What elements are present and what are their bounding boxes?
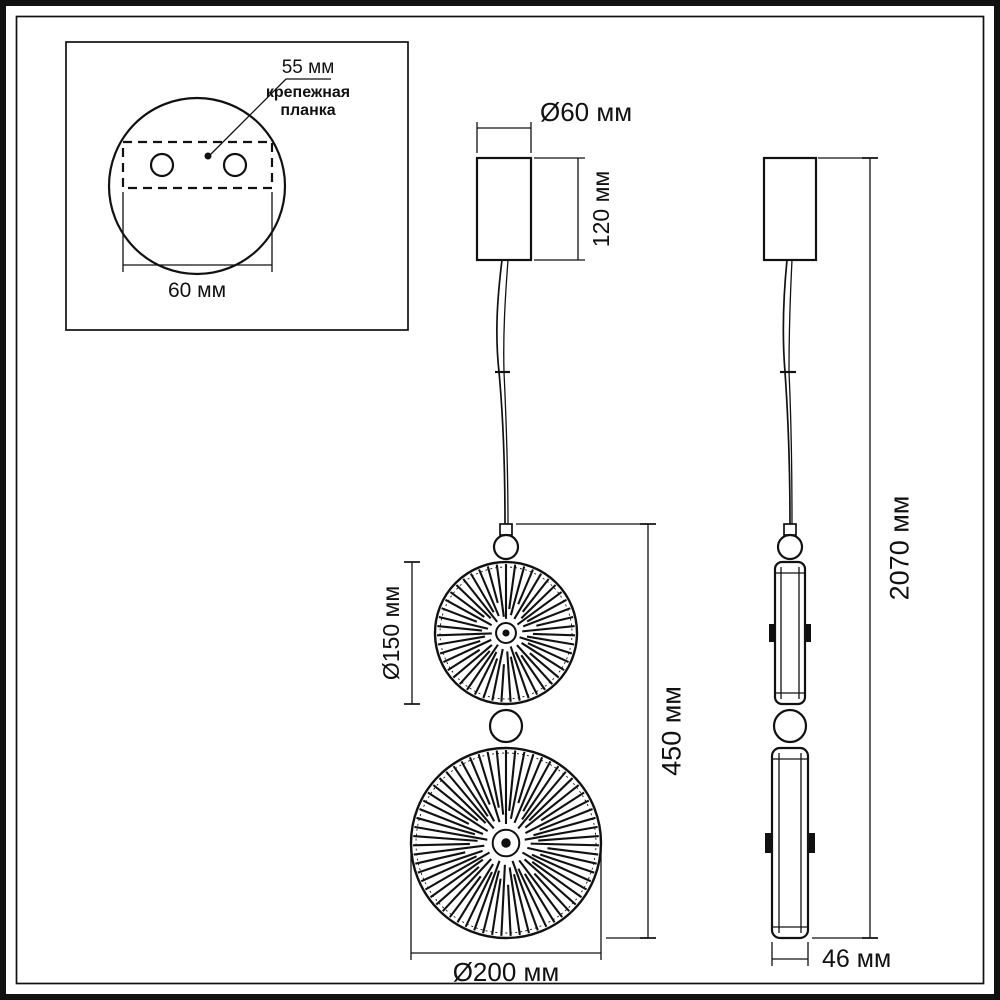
canopy-bottom-view-circle xyxy=(107,96,287,276)
canopy-front xyxy=(475,156,533,262)
large-disc-side-body xyxy=(770,746,810,940)
dim-label-large-disc-diameter: Ø200 мм xyxy=(453,957,560,987)
small-disc-side-body xyxy=(773,560,807,706)
dim-fixture-height: 450 мм xyxy=(516,523,686,939)
small-disc-side xyxy=(769,560,811,706)
mounting-hole-left xyxy=(149,152,175,178)
mounting-plate-dashed-outline xyxy=(121,140,274,190)
stem-side xyxy=(783,523,797,536)
large-disc-side xyxy=(765,746,815,940)
canopy-side xyxy=(762,156,818,262)
dim-label-canopy-height: 120 мм xyxy=(588,171,614,247)
mounting-detail-inset: 55 мм крепежная планка 60 мм xyxy=(65,41,409,331)
dim-small-disc-diameter: Ø150 мм xyxy=(378,561,420,705)
inset-box xyxy=(65,41,409,331)
dim-total-height: 2070 мм xyxy=(812,157,914,939)
dim-canopy-diameter: Ø60 мм xyxy=(476,97,632,153)
dim-label-canopy-diameter: Ø60 мм xyxy=(540,97,632,127)
disc-clip-left xyxy=(769,624,775,642)
inner-border xyxy=(15,15,985,985)
middle-ball-front xyxy=(488,708,524,744)
dim-label-plate-width: 60 мм xyxy=(168,279,226,302)
mounting-hole-right xyxy=(222,152,248,178)
dim-label-small-disc-diameter: Ø150 мм xyxy=(378,586,404,680)
suspension-wire-front xyxy=(496,259,506,525)
dim-large-disc-diameter: Ø200 мм xyxy=(410,850,602,987)
disc-clip-right xyxy=(808,833,815,853)
disc-clip-right xyxy=(805,624,811,642)
top-ball-front xyxy=(492,533,520,561)
dim-label-total-height: 2070 мм xyxy=(884,496,914,601)
plate-label-line1: крепежная xyxy=(266,84,350,101)
leader-line xyxy=(209,78,331,156)
side-view: 2070 мм 46 мм xyxy=(762,156,914,973)
suspension-wire-side xyxy=(782,259,791,525)
disc-clip-left xyxy=(765,833,772,853)
dim-depth: 46 мм xyxy=(771,942,891,973)
stem-front xyxy=(499,523,513,536)
plate-center-dot xyxy=(204,152,212,160)
front-view: Ø60 мм 120 мм Ø150 мм xyxy=(378,97,686,987)
dim-label-fixture-height: 450 мм xyxy=(656,686,686,776)
middle-ball-side xyxy=(772,708,808,744)
plate-label-line2: планка xyxy=(280,102,335,119)
top-ball-side xyxy=(776,533,804,561)
dim-canopy-height: 120 мм xyxy=(534,157,614,261)
large-disc-front xyxy=(409,746,603,940)
dim-label-plate-offset: 55 мм xyxy=(282,57,335,78)
dim-plate-width: 60 мм xyxy=(122,192,273,302)
dim-label-depth: 46 мм xyxy=(822,945,891,973)
small-disc-front xyxy=(433,560,579,706)
